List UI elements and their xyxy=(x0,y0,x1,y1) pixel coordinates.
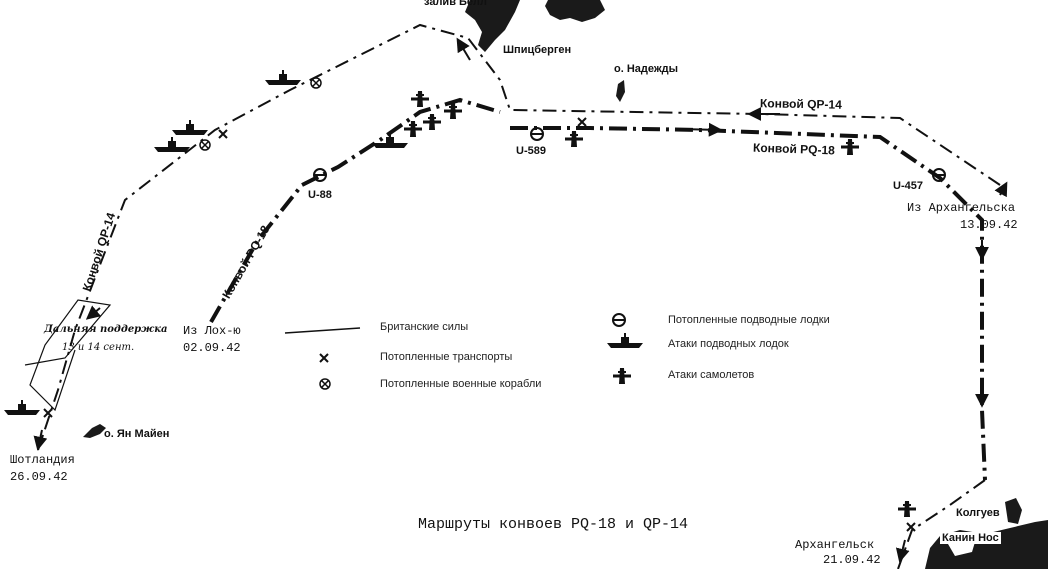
endpoint-from-loch-ewe: Из Лох-ю xyxy=(183,324,241,338)
aircraft-attack-icon xyxy=(839,137,861,157)
land-spitsbergen xyxy=(465,0,605,52)
endpoint-from-loch-ewe-date: 02.09.42 xyxy=(183,341,241,355)
aircraft-attack-icon xyxy=(409,89,431,109)
endpoint-scotland: Шотландия xyxy=(10,453,75,467)
sunk-submarine-icon xyxy=(313,168,327,182)
map-title: Маршруты конвоев PQ-18 и QP-14 xyxy=(418,516,689,533)
endpoint-arkhangelsk: Архангельск xyxy=(795,538,875,552)
submarine-label-u88: U-88 xyxy=(308,189,332,201)
submarine-attack-icon xyxy=(265,70,301,85)
legend-british-forces: Британские силы xyxy=(380,321,469,333)
submarine-label-u457: U-457 xyxy=(893,180,923,192)
place-label-bell-bay: залив Белл xyxy=(424,0,488,8)
land-hope-island xyxy=(616,80,625,102)
legend-sunk-warships: Потопленные военные корабли xyxy=(380,378,542,390)
submarine-attack-icon xyxy=(154,137,190,152)
endpoint-scotland-date: 26.09.42 xyxy=(10,470,68,484)
submarine-label-u589: U-589 xyxy=(516,145,546,157)
sunk-transport-icon xyxy=(577,117,587,127)
submarine-attack-icon xyxy=(172,120,208,135)
legend-sunk-transports: Потопленные транспорты xyxy=(380,351,513,363)
route-arrows xyxy=(33,37,1008,563)
sunk-warship-icon xyxy=(199,139,211,151)
sunk-transport-icon xyxy=(43,408,53,418)
route-long-cover xyxy=(24,299,112,412)
place-label-kolguev: Колгуев xyxy=(956,507,1000,519)
legend-sunk-submarines: Потопленные подводные лодки xyxy=(668,314,830,326)
sunk-transport-icon xyxy=(906,522,916,532)
place-label-jan-mayen: о. Ян Майен xyxy=(104,428,170,440)
land-jan-mayen xyxy=(83,424,106,438)
sunk-submarine-icon xyxy=(932,168,946,182)
place-label-spitsbergen: Шпицберген xyxy=(503,44,572,56)
legend-submarine-attacks: Атаки подводных лодок xyxy=(668,338,789,350)
route-label-qp14-east: Конвой QP-14 xyxy=(759,96,842,112)
route-label-pq18-east: Конвой PQ-18 xyxy=(752,140,836,158)
submarine-attack-icon xyxy=(4,400,40,415)
route-pq18 xyxy=(209,97,987,481)
route-label-long-cover: Дальняя поддержка xyxy=(44,324,168,335)
endpoint-from-arkhangelsk-date: 13.09.42 xyxy=(960,218,1018,232)
legend-symbols xyxy=(284,313,643,390)
place-label-kanin-nos: Канин Нос xyxy=(940,532,1001,544)
route-label-long-cover-date: 13 и 14 сент. xyxy=(62,342,135,353)
sunk-transport-icon xyxy=(218,129,228,139)
route-qp14 xyxy=(37,23,1001,569)
aircraft-attack-icon xyxy=(421,112,443,132)
land-kanin-mainland xyxy=(925,520,1048,569)
endpoint-from-arkhangelsk: Из Архангельска xyxy=(907,201,1016,215)
land-kolguev xyxy=(1005,498,1022,524)
endpoint-arkhangelsk-date: 21.09.42 xyxy=(823,553,881,567)
sunk-submarine-icon xyxy=(530,127,544,141)
aircraft-attack-icon xyxy=(896,499,918,519)
place-label-hope-island: о. Надежды xyxy=(614,63,679,75)
sunk-warship-icon xyxy=(310,77,322,89)
submarine-attack-icon xyxy=(372,133,408,148)
aircraft-attack-icon xyxy=(563,129,585,149)
aircraft-attack-icon xyxy=(402,119,424,139)
legend-aircraft-attacks: Атаки самолетов xyxy=(668,369,755,381)
